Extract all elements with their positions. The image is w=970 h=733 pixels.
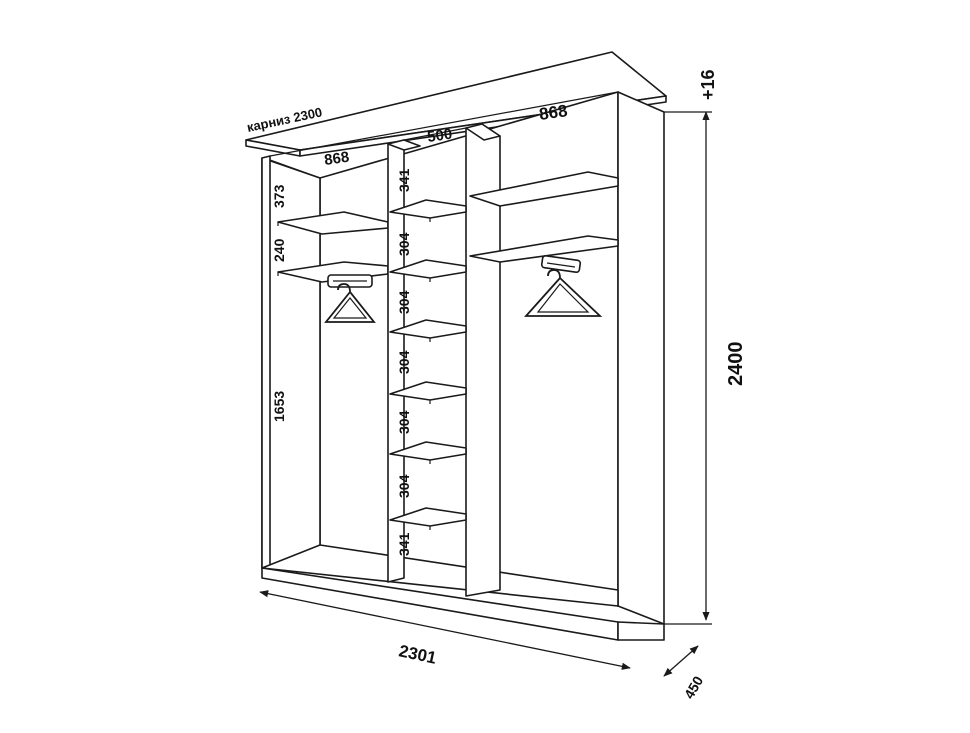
left-rail: [327, 274, 373, 288]
hanger-icon: [324, 283, 376, 323]
total-height-label: 2400: [725, 342, 747, 387]
left-second-shelf-height: 240: [271, 238, 287, 262]
middle-shelf-3: 304: [396, 350, 412, 374]
middle-shelf-0: 341: [396, 168, 412, 192]
middle-shelf-2: 304: [396, 290, 412, 314]
right-section-width: 868: [538, 101, 569, 124]
middle-shelf: [389, 507, 467, 527]
left-hanging-height: 1653: [271, 391, 287, 422]
middle-shelf-1: 304: [396, 232, 412, 256]
middle-shelf: [389, 441, 467, 461]
dimension-lines: [259, 111, 712, 677]
middle-shelf-5: 304: [396, 474, 412, 498]
right-shelves: [469, 171, 619, 263]
wardrobe-carcass: [261, 91, 665, 641]
middle-column: [387, 123, 501, 597]
middle-shelf: [389, 381, 467, 401]
middle-shelves: [389, 199, 467, 530]
hanger-icon: [523, 269, 603, 317]
left-section-width: 868: [323, 149, 350, 169]
total-width-label: 2301: [397, 641, 438, 667]
right-rail: [540, 255, 582, 273]
cornice-height-label: +16: [698, 69, 718, 100]
middle-shelf: [389, 199, 467, 219]
middle-section-width: 500: [426, 126, 453, 146]
middle-shelf: [389, 319, 467, 339]
left-top-shelf-height: 373: [271, 184, 287, 208]
middle-shelf-4: 304: [396, 410, 412, 434]
middle-shelf: [389, 259, 467, 279]
middle-shelf-6: 341: [396, 532, 412, 556]
depth-label: 450: [681, 673, 707, 701]
